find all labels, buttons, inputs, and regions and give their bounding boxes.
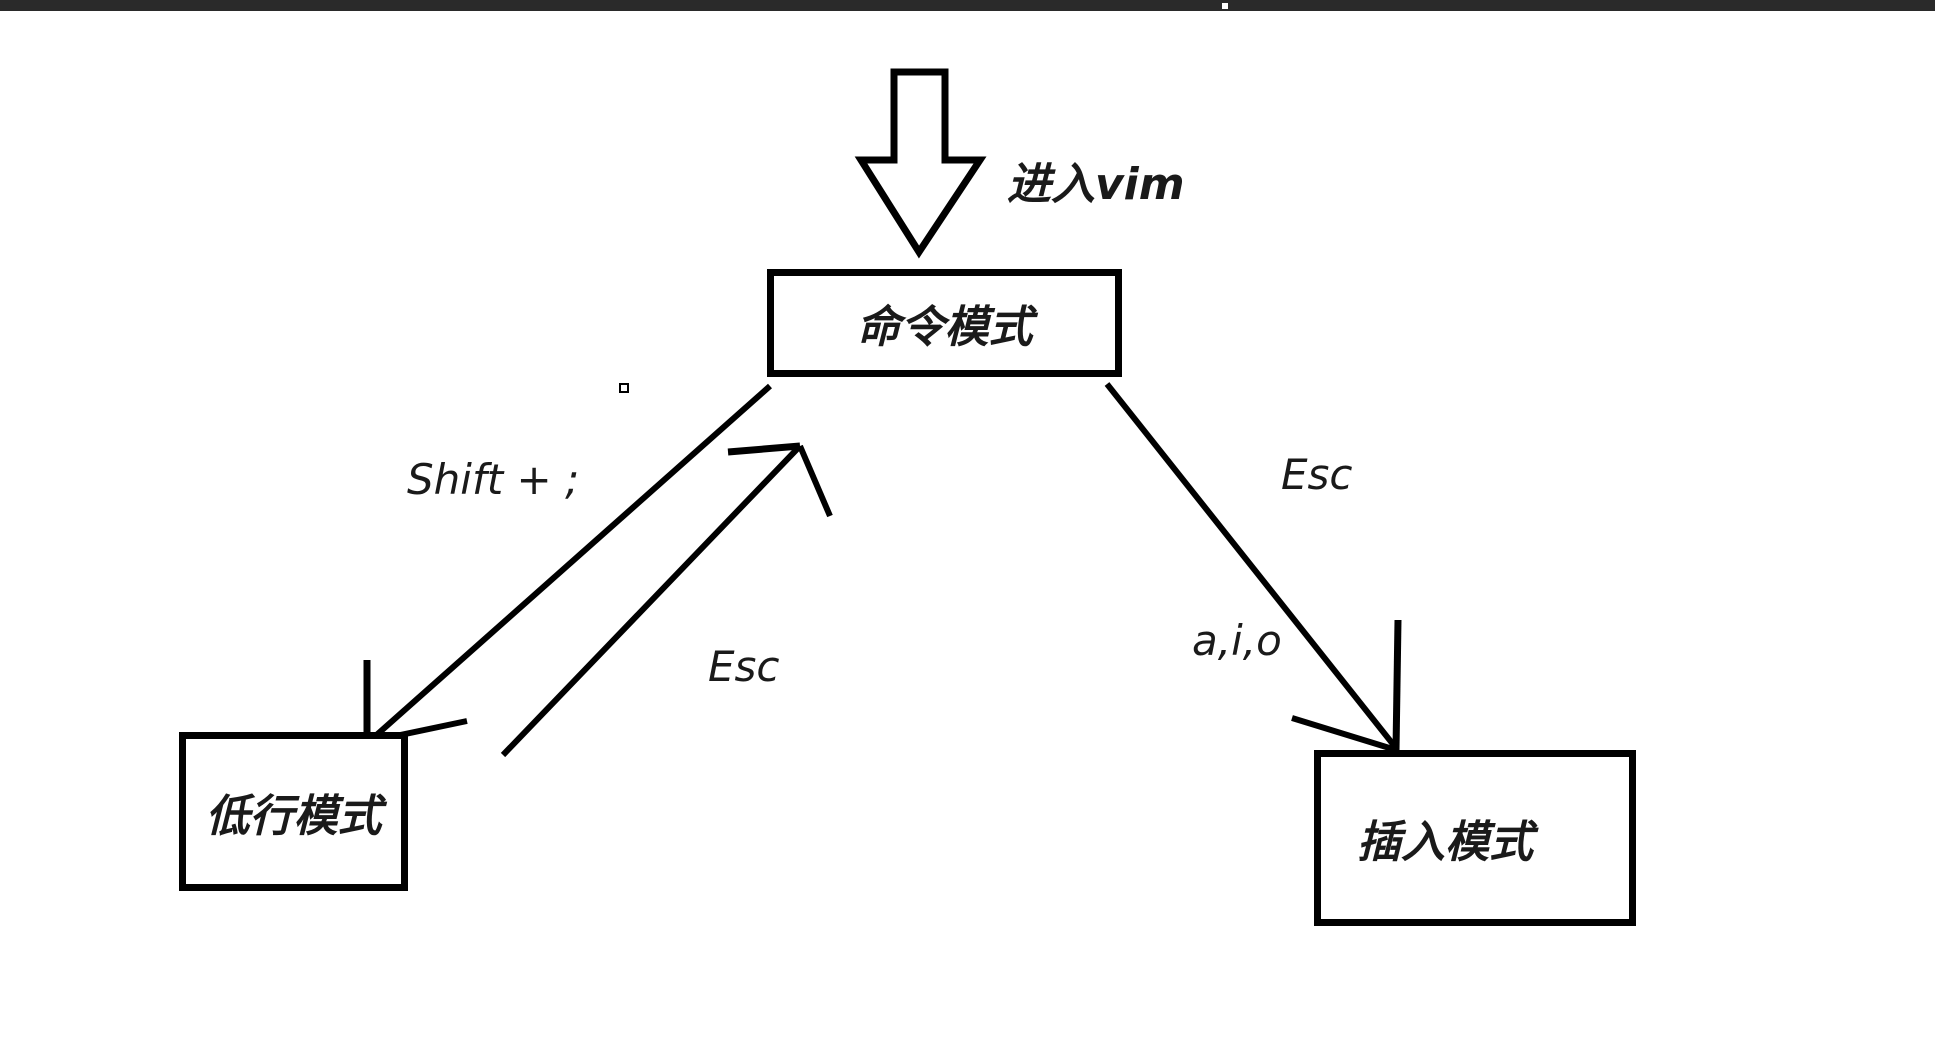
arrow-lastline-to-command-head-a — [727, 442, 801, 456]
arrow-command-to-insert-head-b — [1291, 715, 1397, 753]
edge-label-shift-semicolon: Shift + ; — [407, 455, 580, 504]
entry-label: 进入vim — [1007, 159, 1185, 210]
stray-mark — [619, 383, 629, 393]
entry-arrow — [854, 68, 987, 259]
edge-label-esc-insert: Esc — [1281, 450, 1353, 499]
edge-label-esc-lastline: Esc — [708, 642, 780, 691]
arrow-command-to-insert-head-a — [1392, 619, 1402, 751]
node-command-mode-label: 命令模式 — [856, 302, 1033, 353]
top-bar-marker — [1222, 3, 1228, 9]
edge-label-aio: a,i,o — [1192, 616, 1282, 665]
node-insert-mode: 插入模式 — [1314, 750, 1636, 926]
arrow-lastline-to-command-head-b — [797, 444, 833, 518]
window-top-bar — [0, 0, 1935, 11]
arrow-command-to-insert-shaft — [1104, 382, 1399, 750]
node-insert-mode-label: 插入模式 — [1357, 817, 1533, 868]
node-command-mode: 命令模式 — [767, 269, 1122, 377]
arrow-lastline-to-command-shaft — [500, 443, 803, 758]
node-lastline-mode: 低行模式 — [179, 732, 408, 891]
arrow-command-to-lastline-shaft — [370, 383, 772, 742]
node-lastline-mode-label: 低行模式 — [205, 790, 382, 842]
